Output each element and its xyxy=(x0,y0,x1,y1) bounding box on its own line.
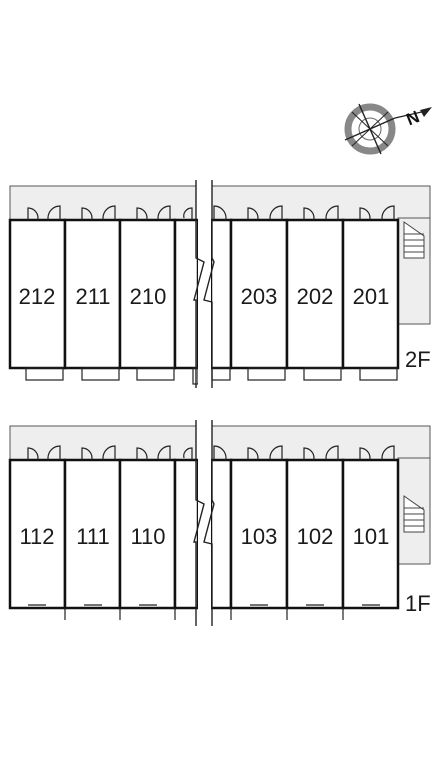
unit-box xyxy=(229,458,289,610)
unit-number: 203 xyxy=(241,284,278,309)
break-mark xyxy=(193,180,215,630)
unit-box xyxy=(341,218,400,370)
unit-box xyxy=(209,458,233,610)
unit-box xyxy=(173,218,200,370)
unit-number: 112 xyxy=(19,524,54,549)
door-icons-1f xyxy=(27,445,395,460)
stairs-icon-1f xyxy=(403,495,425,533)
floor-label: 2F xyxy=(405,347,431,372)
stairs-icon-2f xyxy=(403,221,425,259)
floor-1f: 112 111 110 103 102 101 1F xyxy=(8,425,431,620)
unit-number: 102 xyxy=(297,524,334,549)
unit-number: 210 xyxy=(130,284,167,309)
unit-number: 211 xyxy=(75,284,110,309)
unit-number: 202 xyxy=(297,284,334,309)
unit-box xyxy=(63,458,122,610)
unit-box xyxy=(341,458,400,610)
floor-label: 1F xyxy=(405,591,431,616)
unit-box xyxy=(173,458,200,610)
unit-number: 101 xyxy=(353,524,390,549)
unit-number: 111 xyxy=(76,524,109,549)
unit-number: 201 xyxy=(353,284,390,309)
unit-number: 103 xyxy=(241,524,278,549)
unit-box xyxy=(285,218,345,370)
compass-icon: N xyxy=(344,103,432,155)
north-label: N xyxy=(404,107,423,129)
corridor-1f-right xyxy=(211,425,431,461)
unit-box xyxy=(209,218,233,370)
unit-number: 110 xyxy=(130,524,165,549)
door-icons-2f xyxy=(27,205,395,220)
window-ticks-1f xyxy=(28,604,380,620)
unit-box xyxy=(118,458,177,610)
unit-number: 212 xyxy=(19,284,56,309)
corridor-2f-right xyxy=(211,185,431,221)
floor-2f: 212 211 210 203 202 201 2F xyxy=(8,185,431,385)
